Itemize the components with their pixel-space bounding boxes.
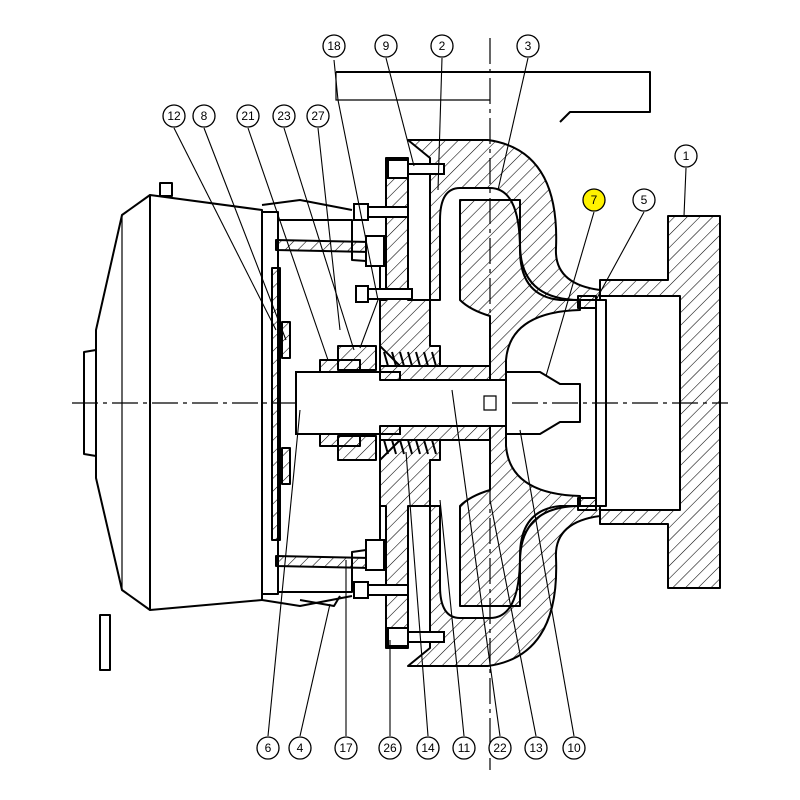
callout-label: 6: [265, 741, 272, 755]
callout-10: 10: [562, 736, 586, 760]
callout-11: 11: [452, 736, 476, 760]
callout-2: 2: [430, 34, 454, 58]
callout-label: 7: [591, 193, 598, 207]
callout-circle: [516, 34, 540, 58]
callout-label: 17: [339, 741, 353, 755]
callout-circle: [562, 736, 586, 760]
callout-label: 8: [201, 109, 208, 123]
callout-label: 26: [383, 741, 397, 755]
callout-circle: [674, 144, 698, 168]
callout-label: 27: [311, 109, 325, 123]
callout-circle: [322, 34, 346, 58]
callout-label: 10: [567, 741, 581, 755]
callout-circle: [272, 104, 296, 128]
callout-label: 3: [525, 39, 532, 53]
callout-label: 11: [458, 741, 471, 755]
callout-label: 18: [327, 39, 341, 53]
callout-6: 6: [256, 736, 280, 760]
callout-26: 26: [378, 736, 402, 760]
callout-17: 17: [334, 736, 358, 760]
callout-label: 22: [493, 741, 507, 755]
callout-label: 4: [297, 741, 304, 755]
callout-label: 14: [421, 741, 435, 755]
callout-circle: [192, 104, 216, 128]
callout-8: 8: [192, 104, 216, 128]
callout-22: 22: [488, 736, 512, 760]
callout-4: 4: [288, 736, 312, 760]
callout-18: 18: [322, 34, 346, 58]
callout-7: 7: [582, 188, 606, 212]
callout-circle: [162, 104, 186, 128]
callout-circle: [256, 736, 280, 760]
callout-circle: [632, 188, 656, 212]
callout-label: 9: [383, 39, 390, 53]
callout-label: 2: [439, 39, 446, 53]
callout-23: 23: [272, 104, 296, 128]
adapter-bracket: [261, 199, 385, 607]
mechanical-seal: [337, 345, 491, 461]
callout-circle: [430, 34, 454, 58]
callout-label: 13: [529, 741, 543, 755]
callout-circle: [378, 736, 402, 760]
callout-label: 12: [167, 109, 181, 123]
callout-circle: [524, 736, 548, 760]
leader-lines: [173, 57, 687, 737]
callout-3: 3: [516, 34, 540, 58]
callout-circle: [374, 34, 398, 58]
callout-9: 9: [374, 34, 398, 58]
callout-circle: [452, 736, 476, 760]
callout-circle: [488, 736, 512, 760]
callout-1: 1: [674, 144, 698, 168]
callout-label: 21: [241, 109, 255, 123]
callout-12: 12: [162, 104, 186, 128]
callout-14: 14: [416, 736, 440, 760]
callout-13: 13: [524, 736, 548, 760]
motor-flange: [271, 267, 281, 541]
callout-circle-highlighted: [582, 188, 606, 212]
callout-circle: [416, 736, 440, 760]
motor: [83, 182, 279, 671]
callout-circle: [288, 736, 312, 760]
callout-21: 21: [236, 104, 260, 128]
callout-5: 5: [632, 188, 656, 212]
callout-label: 23: [277, 109, 291, 123]
callout-label: 1: [683, 149, 690, 163]
flinger-8-lower: [281, 447, 291, 485]
callout-circle: [306, 104, 330, 128]
callout-circle: [236, 104, 260, 128]
callout-label: 5: [641, 193, 648, 207]
bolts: [353, 159, 445, 647]
callout-27: 27: [306, 104, 330, 128]
callout-circle: [334, 736, 358, 760]
impeller: [459, 199, 581, 607]
